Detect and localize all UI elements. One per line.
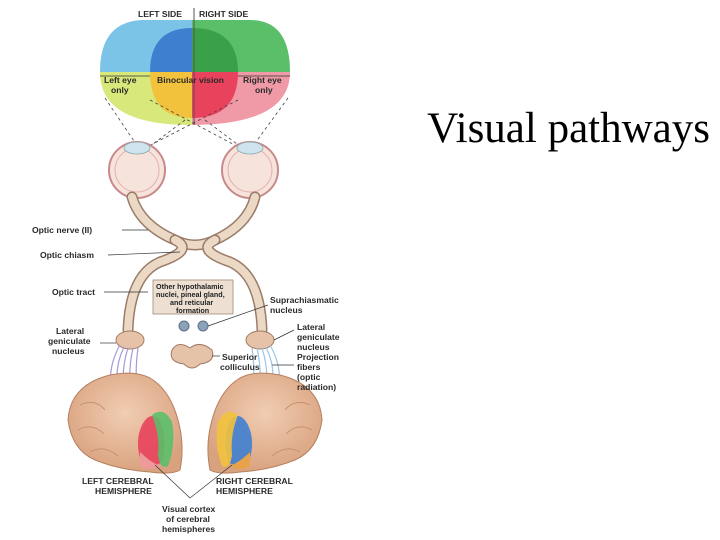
slide-title: Visual pathways xyxy=(427,105,710,152)
label-right-eye-only-2: only xyxy=(255,85,273,95)
binocular-left-lower xyxy=(150,72,192,118)
left-eye xyxy=(108,141,166,199)
label-projection-fibers-4: radiation) xyxy=(297,382,336,392)
label-projection-fibers-1: Projection xyxy=(297,352,339,362)
label-suprachiasmatic-1: Suprachiasmatic xyxy=(270,295,339,305)
label-projection-fibers-3: (optic xyxy=(297,372,321,382)
label-visual-cortex-1: Visual cortex xyxy=(162,504,216,514)
hypothalamic-box xyxy=(152,279,234,315)
label-other-nuclei-4: formation xyxy=(176,306,209,315)
label-optic-nerve: Optic nerve (II) xyxy=(32,225,92,235)
label-lateral-geniculate-right-2: geniculate xyxy=(297,332,340,342)
label-other-nuclei-3: and reticular xyxy=(170,298,213,307)
label-optic-chiasm: Optic chiasm xyxy=(40,250,94,260)
visual-field xyxy=(100,20,290,125)
visual-cortex-left xyxy=(137,411,174,469)
right-eye xyxy=(221,141,279,199)
label-left-hemisphere-2: HEMISPHERE xyxy=(95,486,152,496)
label-lateral-geniculate-right-3: nucleus xyxy=(297,342,330,352)
label-visual-cortex-3: hemispheres xyxy=(162,524,215,534)
label-left-side: LEFT SIDE xyxy=(138,9,182,19)
leader-lines xyxy=(100,229,295,499)
binocular-right-lower xyxy=(192,72,238,118)
label-lateral-geniculate-left-1: Lateral xyxy=(56,326,84,336)
label-right-eye-only-1: Right eye xyxy=(243,75,282,85)
field-projection-lines xyxy=(104,97,289,151)
label-left-hemisphere-1: LEFT CEREBRAL xyxy=(82,476,154,486)
brain-sulci xyxy=(77,402,313,457)
label-right-hemisphere-2: HEMISPHERE xyxy=(216,486,273,496)
label-lateral-geniculate-right-1: Lateral xyxy=(297,322,325,332)
label-lateral-geniculate-left-2: geniculate xyxy=(48,336,91,346)
binocular-right-upper xyxy=(192,28,238,72)
visual-cortex-right xyxy=(216,411,253,469)
label-superior-colliculus-2: colliculus xyxy=(220,362,260,372)
label-left-eye-only-1: Left eye xyxy=(104,75,137,85)
suprachiasmatic-nucleus-right xyxy=(197,320,209,332)
lateral-geniculate-right xyxy=(245,330,275,350)
lateral-geniculate-left xyxy=(115,330,145,350)
label-visual-cortex-2: of cerebral xyxy=(166,514,210,524)
superior-colliculus xyxy=(170,344,214,369)
label-suprachiasmatic-2: nucleus xyxy=(270,305,303,315)
label-right-hemisphere-1: RIGHT CEREBRAL xyxy=(216,476,293,486)
label-other-nuclei-1: Other hypothalamic xyxy=(156,282,224,291)
binocular-left-upper xyxy=(150,28,192,72)
label-left-eye-only-2: only xyxy=(111,85,129,95)
optic-nerves xyxy=(122,191,268,336)
label-binocular-vision: Binocular vision xyxy=(157,75,224,85)
label-superior-colliculus-1: Superior xyxy=(222,352,258,362)
label-projection-fibers-2: fibers xyxy=(297,362,321,372)
label-right-side: RIGHT SIDE xyxy=(199,9,248,19)
label-lateral-geniculate-left-3: nucleus xyxy=(52,346,85,356)
label-optic-tract: Optic tract xyxy=(52,287,95,297)
label-other-nuclei-2: nuclei, pineal gland, xyxy=(156,290,225,299)
suprachiasmatic-nucleus-left xyxy=(178,320,190,332)
